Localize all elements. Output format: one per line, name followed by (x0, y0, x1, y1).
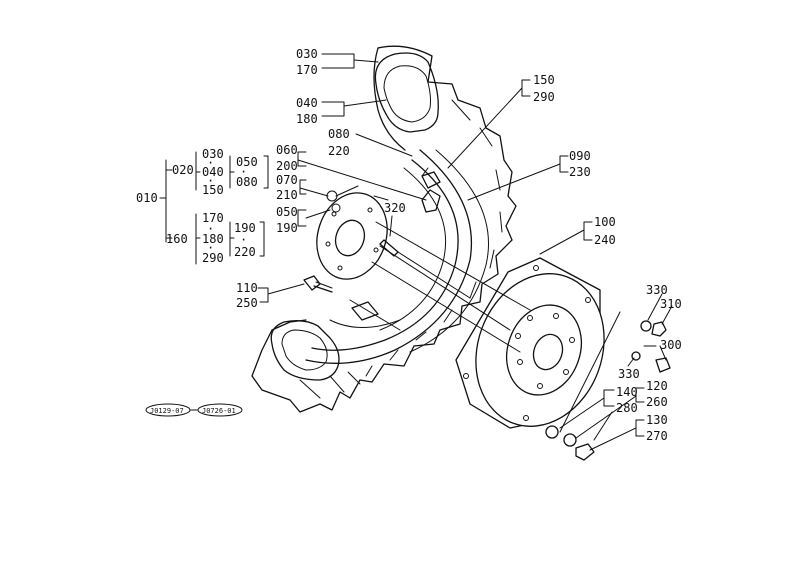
center-disc (316, 192, 388, 280)
label-330-top: 330 (646, 283, 668, 297)
label-190: 190 (276, 221, 298, 235)
label-g2-item-0: 170 (202, 211, 224, 225)
label-010: 010 (136, 191, 158, 205)
label-g1-item-2: 150 (202, 183, 224, 197)
tire (251, 45, 517, 413)
label-240: 240 (594, 233, 616, 247)
tree-dot: · (240, 233, 247, 247)
label-300: 300 (660, 338, 682, 352)
ref-badge-2: J0726-01 (202, 407, 236, 415)
label-220: 220 (328, 144, 350, 158)
label-030: 030 (296, 47, 318, 61)
projection-lines (371, 221, 531, 353)
wheel-disc (455, 257, 605, 429)
label-060: 060 (276, 143, 298, 157)
label-070: 070 (276, 173, 298, 187)
label-250: 250 (236, 296, 258, 310)
tree-dot: · (207, 174, 214, 188)
label-g2-item-1: 180 (202, 232, 224, 246)
hardware-right (545, 320, 671, 461)
ref-badge-1: J0129-07 (150, 407, 184, 415)
label-280: 280 (616, 401, 638, 415)
label-g1-sub-1: 080 (236, 175, 258, 189)
label-160: 160 (166, 232, 188, 246)
label-120: 120 (646, 379, 668, 393)
label-170: 170 (296, 63, 318, 77)
label-140: 140 (616, 385, 638, 399)
label-100: 100 (594, 215, 616, 229)
label-130: 130 (646, 413, 668, 427)
label-330-bottom: 330 (618, 367, 640, 381)
tree-dot: · (240, 165, 247, 179)
ref-badges: J0129-07 J0726-01 (145, 403, 243, 417)
tube-top (374, 52, 439, 133)
label-230: 230 (569, 165, 591, 179)
label-g2-sub-0: 190 (234, 221, 256, 235)
leader-lines (257, 53, 673, 451)
tree-dot: · (207, 222, 214, 236)
label-050: 050 (276, 205, 298, 219)
tree-dot: · (207, 156, 214, 170)
label-020: 020 (172, 163, 194, 177)
tube-bottom (270, 320, 340, 381)
label-g1-sub-0: 050 (236, 155, 258, 169)
label-090: 090 (569, 149, 591, 163)
label-180: 180 (296, 112, 318, 126)
tree-dot: · (207, 241, 214, 255)
label-110: 110 (236, 281, 258, 295)
label-200: 200 (276, 159, 298, 173)
group-tree (159, 151, 269, 265)
label-g2-sub-1: 220 (234, 245, 256, 259)
label-210: 210 (276, 188, 298, 202)
label-g1-item-0: 030 (202, 147, 224, 161)
label-260: 260 (646, 395, 668, 409)
label-270: 270 (646, 429, 668, 443)
label-150: 150 (533, 73, 555, 87)
label-320: 320 (384, 201, 406, 215)
label-g1-item-1: 040 (202, 165, 224, 179)
callout-labels: 030 170 040 180 150 290 080 220 060 200 … (136, 47, 682, 443)
label-080: 080 (328, 127, 350, 141)
label-290: 290 (533, 90, 555, 104)
label-040: 040 (296, 96, 318, 110)
label-g2-item-2: 290 (202, 251, 224, 265)
label-310: 310 (660, 297, 682, 311)
bolt-110 (303, 275, 333, 293)
